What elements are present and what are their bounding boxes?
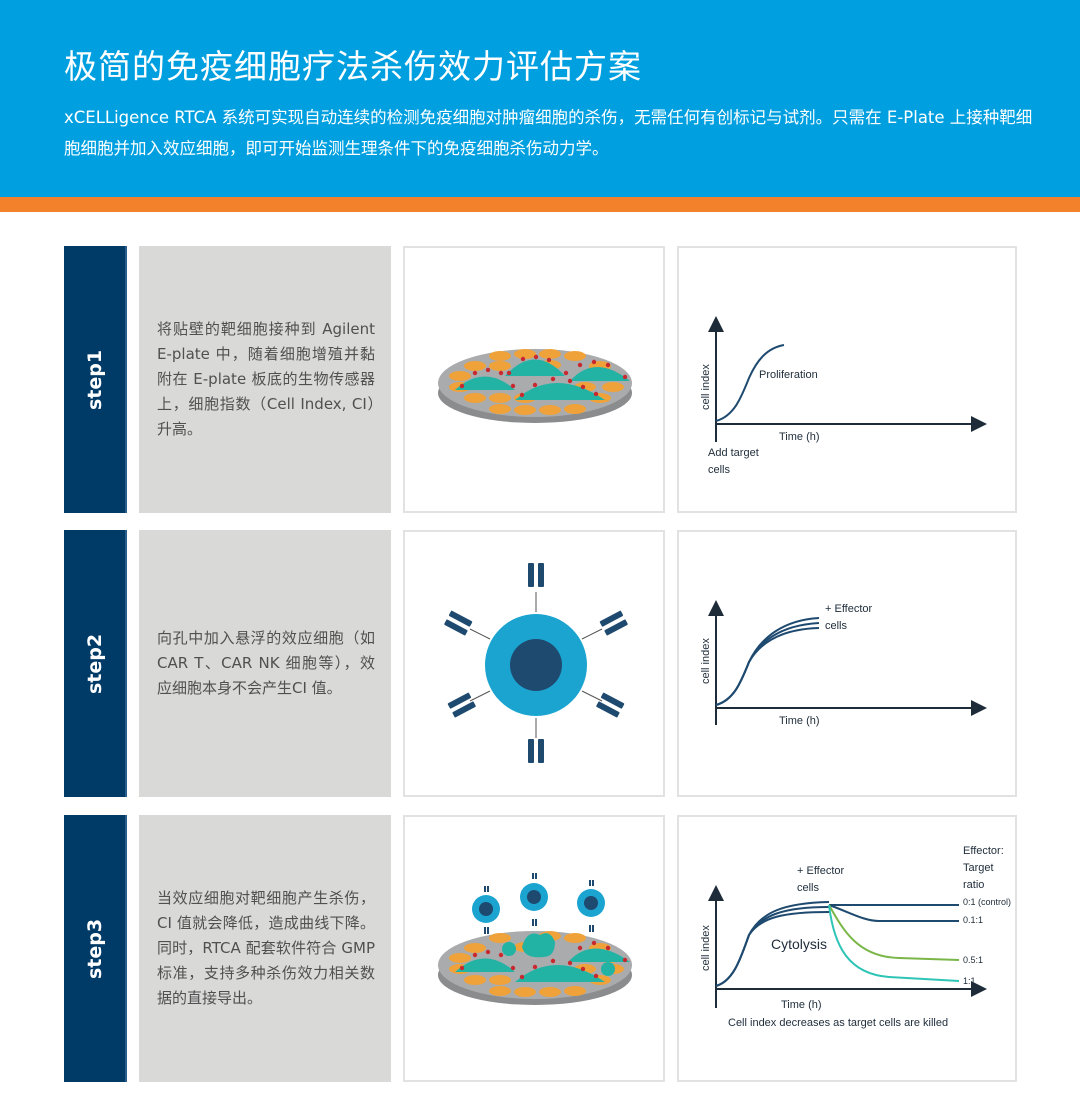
step-row-3: step3 当效应细胞对靶细胞产生杀伤，CI 值就会降低，造成曲线下降。同时，R… xyxy=(0,815,1080,1082)
x-axis-label: Time (h) xyxy=(779,715,820,727)
legend-title: ratio xyxy=(963,879,984,891)
chart-svg: Proliferation Time (h) cell index Add ta… xyxy=(700,316,987,476)
legend-title: Target xyxy=(963,862,994,874)
chart-svg: + Effector cells Cytolysis cell index Ti… xyxy=(700,845,1011,1029)
note-add-target: Add target xyxy=(708,447,759,459)
annotation-cells: cells xyxy=(797,882,820,894)
effector-cell-icon xyxy=(444,563,628,763)
cytolysis-chart: + Effector cells Cytolysis cell index Ti… xyxy=(677,815,1017,1082)
step-label-bar: step3 xyxy=(64,815,127,1082)
x-axis-label: Time (h) xyxy=(781,999,822,1011)
y-axis-label: cell index xyxy=(700,638,712,684)
step-description-panel: 将贴壁的靶细胞接种到 Agilent E-plate 中，随着细胞增殖并黏附在 … xyxy=(139,246,391,513)
annotation-proliferation: Proliferation xyxy=(759,369,818,381)
y-axis-label: cell index xyxy=(700,925,712,971)
legend-item-1-1: 1:1 xyxy=(963,976,976,986)
step-illustration-box xyxy=(403,530,665,797)
page-description: xCELLigence RTCA 系统可实现自动连续的检测免疫细胞对肿瘤细胞的杀… xyxy=(64,108,1033,158)
step-description: 将贴壁的靶细胞接种到 Agilent E-plate 中，随着细胞增殖并黏附在 … xyxy=(157,320,375,438)
step-label-bar: step2 xyxy=(64,530,127,797)
step-description: 当效应细胞对靶细胞产生杀伤，CI 值就会降低，造成曲线下降。同时，RTCA 配套… xyxy=(157,889,375,1007)
header-banner: 极简的免疫细胞疗法杀伤效力评估方案 xCELLigence RTCA 系统可实现… xyxy=(0,0,1080,197)
step-label-bar: step1 xyxy=(64,246,127,513)
step-label: step2 xyxy=(83,633,106,694)
legend-item-0-5: 0.5:1 xyxy=(963,955,983,965)
y-axis-label: cell index xyxy=(700,364,712,410)
step-description-panel: 向孔中加入悬浮的效应细胞（如 CAR T、CAR NK 细胞等），效应细胞本身不… xyxy=(139,530,391,797)
chart-caption: Cell index decreases as target cells are… xyxy=(728,1017,948,1029)
step-row-1: step1 将贴壁的靶细胞接种到 Agilent E-plate 中，随着细胞增… xyxy=(0,246,1080,513)
legend-item-control: 0:1 (control) xyxy=(963,897,1011,907)
accent-band xyxy=(0,197,1080,212)
note-cells: cells xyxy=(708,464,731,476)
page-title: 极简的免疫细胞疗法杀伤效力评估方案 xyxy=(64,47,642,86)
annotation-effector: + Effector xyxy=(825,603,873,615)
annotation-cells: cells xyxy=(825,620,848,632)
effector-addition-chart: + Effector cells Time (h) cell index xyxy=(677,530,1017,797)
x-axis-label: Time (h) xyxy=(779,431,820,443)
annotation-effector: + Effector xyxy=(797,865,845,877)
legend-item-0-1: 0.1:1 xyxy=(963,915,983,925)
step-label: step1 xyxy=(83,349,106,410)
step-row-2: step2 向孔中加入悬浮的效应细胞（如 CAR T、CAR NK 细胞等），效… xyxy=(0,530,1080,797)
proliferation-chart: Proliferation Time (h) cell index Add ta… xyxy=(677,246,1017,513)
step-illustration-box xyxy=(403,246,665,513)
cytolysis-plate-icon xyxy=(438,873,632,1005)
step-description: 向孔中加入悬浮的效应细胞（如 CAR T、CAR NK 细胞等），效应细胞本身不… xyxy=(157,629,375,697)
chart-svg: + Effector cells Time (h) cell index xyxy=(700,600,987,727)
step-description-panel: 当效应细胞对靶细胞产生杀伤，CI 值就会降低，造成曲线下降。同时，RTCA 配套… xyxy=(139,815,391,1082)
step-illustration-box xyxy=(403,815,665,1082)
effector-cells-group xyxy=(472,873,605,934)
annotation-cytolysis: Cytolysis xyxy=(771,936,827,952)
eplate-target-cells-icon xyxy=(438,349,632,423)
legend-title: Effector: xyxy=(963,845,1004,857)
step-label: step3 xyxy=(83,918,106,979)
